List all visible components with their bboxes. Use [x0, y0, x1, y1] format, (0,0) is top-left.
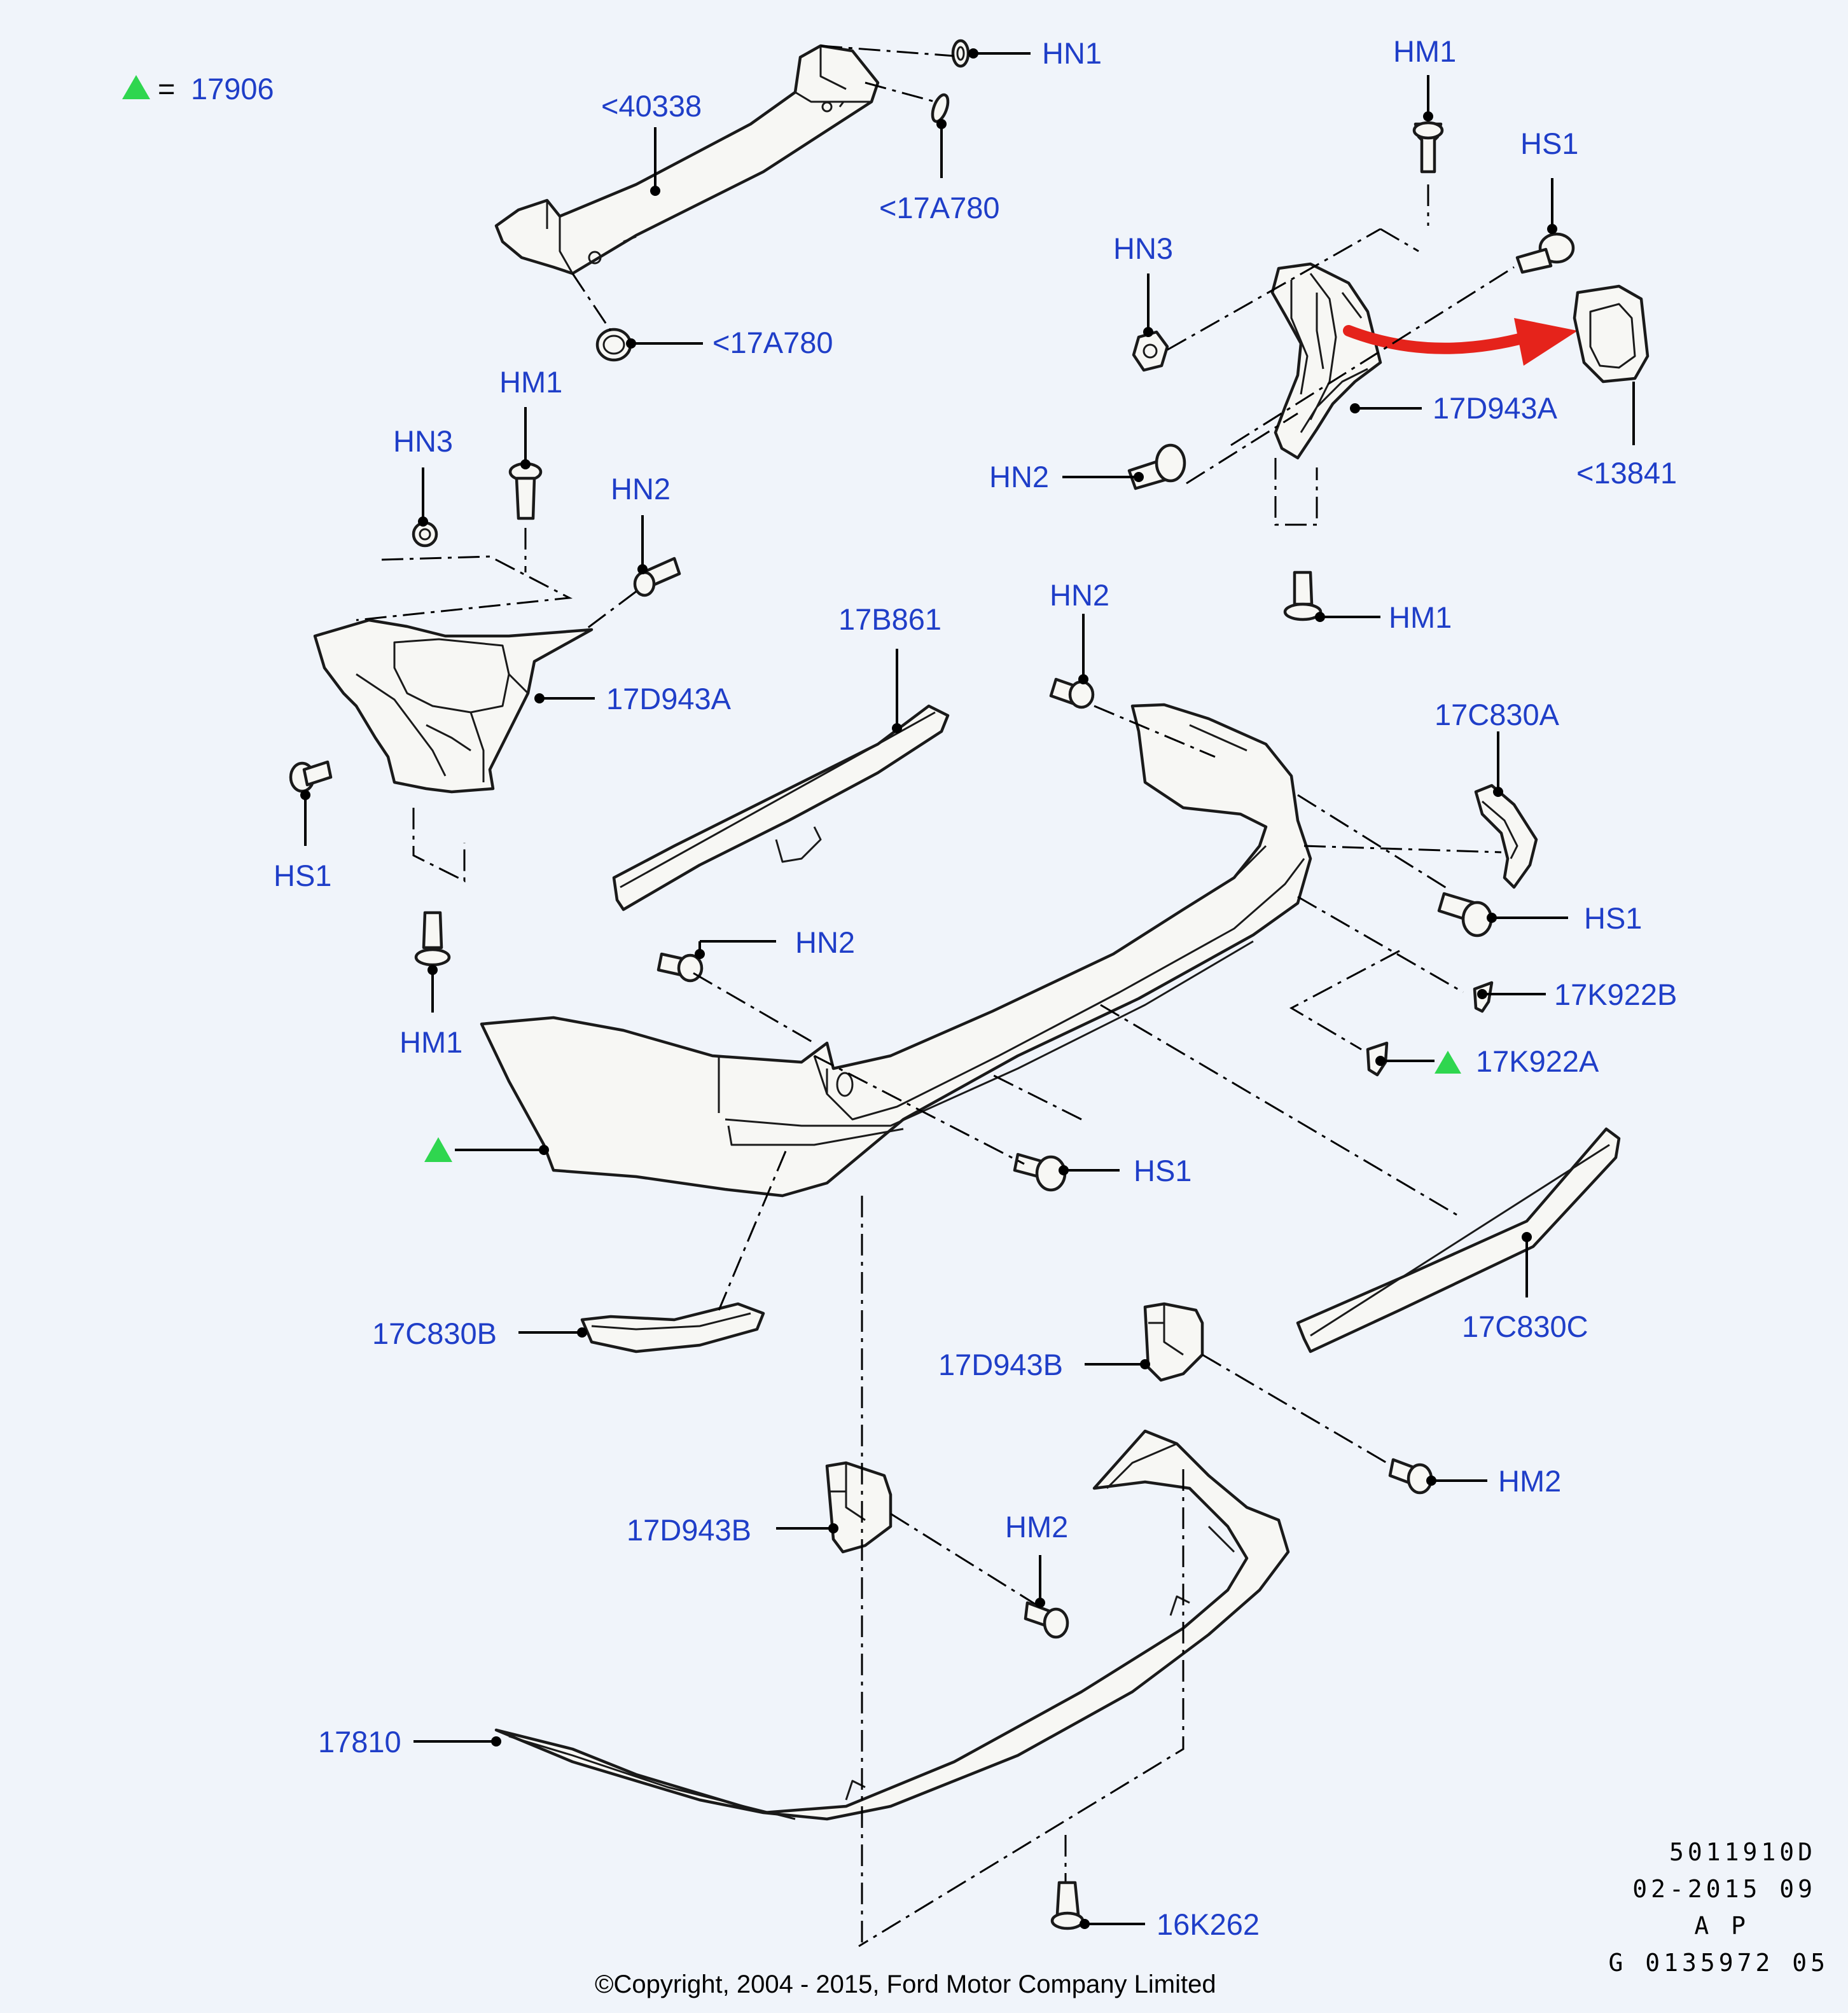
- label-17810: 17810: [318, 1725, 401, 1759]
- grommet-17a780-mid: [595, 328, 632, 362]
- screw-hs1-right: [1437, 892, 1493, 937]
- upper-strip-17b861: [612, 704, 950, 911]
- label-17a780-top: <17A780: [879, 191, 1000, 225]
- callouts: HN1 <40338 <17A780 <17A780 HM1 HS1 HN3 1…: [274, 34, 1677, 1941]
- lower-valance-17810: [494, 1429, 1290, 1821]
- long-trim-17c830c: [1296, 1127, 1621, 1353]
- screw-hs1-top-right: [1515, 232, 1575, 274]
- ref-line-1: 5011910D: [1669, 1838, 1816, 1866]
- green-triangle-icon: [122, 75, 150, 99]
- label-17d943a-right: 17D943A: [1433, 391, 1558, 425]
- bumper-cover: [480, 703, 1312, 1198]
- copyright-notice: ©Copyright, 2004 - 2015, Ford Motor Comp…: [595, 1970, 1216, 1998]
- nut-hn3-left: [412, 521, 438, 548]
- bracket-17d943b-left: [825, 1461, 893, 1554]
- label-hm2-right: HM2: [1498, 1464, 1561, 1498]
- bolt-hn2-left: [633, 557, 681, 597]
- bracket-17d943b-right: [1143, 1302, 1204, 1382]
- rivet-hm1-left-top: [508, 462, 543, 520]
- label-16k262: 16K262: [1157, 1907, 1260, 1941]
- label-17c830b: 17C830B: [372, 1317, 497, 1350]
- plug-13841: [1573, 284, 1650, 384]
- bolt-hm2-right: [1388, 1458, 1433, 1495]
- label-hn3-right: HN3: [1113, 232, 1173, 265]
- ref-line-4: G 0135972 05: [1608, 1949, 1829, 1977]
- lower-trim-17c830b: [580, 1302, 765, 1353]
- green-triangle-icon: [1435, 1051, 1461, 1074]
- label-17c830a: 17C830A: [1435, 698, 1560, 731]
- bolt-hn2-right: [1127, 443, 1186, 490]
- label-40338: <40338: [601, 89, 702, 123]
- label-hm1-right-lower: HM1: [1389, 600, 1452, 634]
- red-arrow-icon: [1343, 318, 1578, 366]
- label-hs1-top-right: HS1: [1520, 127, 1578, 160]
- rivet-hm1-left-bottom: [414, 911, 451, 967]
- bolt-hn2-mid: [1049, 677, 1095, 709]
- bracket-17d943a-right: [1270, 262, 1382, 460]
- label-hn2-mid: HN2: [1050, 578, 1109, 612]
- label-13841: <13841: [1576, 456, 1677, 490]
- clip-hn1: [951, 39, 970, 68]
- bolt-hm2-left: [1024, 1601, 1069, 1639]
- clip-17a780-top: [931, 93, 950, 123]
- label-17d943b-left: 17D943B: [627, 1513, 751, 1547]
- label-hn2-left-mid: HN2: [795, 925, 855, 959]
- label-hs1-left: HS1: [274, 859, 331, 892]
- green-triangle-icon: [424, 1137, 452, 1162]
- label-hn3-left: HN3: [393, 424, 453, 458]
- screw-hs1-mid: [1013, 1152, 1067, 1192]
- ref-line-2: 02-2015 09: [1632, 1875, 1816, 1903]
- label-17b861: 17B861: [838, 602, 941, 636]
- label-17k922a: 17K922A: [1476, 1044, 1599, 1078]
- label-hs1-mid: HS1: [1134, 1154, 1191, 1187]
- screw-hs1-left: [289, 760, 333, 793]
- label-hm1-left-top: HM1: [499, 365, 562, 399]
- label-hm1-top-right: HM1: [1393, 34, 1456, 68]
- drawing-reference: 5011910D 02-2015 09 A P G 0135972 05: [1608, 1838, 1829, 1977]
- label-hm2-left: HM2: [1005, 1510, 1068, 1544]
- legend: = 17906: [122, 72, 274, 106]
- label-17d943b-right: 17D943B: [938, 1348, 1063, 1381]
- clip-16k262: [1050, 1881, 1085, 1930]
- rivet-hm1-right-lower: [1283, 571, 1323, 621]
- bolt-hn2-left-mid: [657, 952, 704, 983]
- label-17k922b: 17K922B: [1554, 978, 1677, 1011]
- nut-hn3-right: [1132, 330, 1169, 372]
- ref-line-3: A P: [1694, 1912, 1749, 1940]
- label-hs1-right: HS1: [1584, 901, 1642, 935]
- legend-part-number: 17906: [191, 72, 274, 106]
- label-hn2-left: HN2: [611, 472, 670, 506]
- label-17d943a-left: 17D943A: [606, 682, 732, 716]
- label-17c830c: 17C830C: [1462, 1310, 1588, 1343]
- label-hn2-right: HN2: [989, 460, 1049, 494]
- corner-trim-17c830a: [1474, 784, 1538, 889]
- legend-equals: =: [158, 72, 175, 106]
- label-17a780-mid: <17A780: [712, 326, 833, 359]
- label-hm1-left-bottom: HM1: [399, 1025, 462, 1059]
- label-hn1: HN1: [1042, 36, 1102, 70]
- reinforcement-beam-40338: [494, 44, 880, 275]
- bracket-17d943a-left: [313, 618, 594, 794]
- rivet-hm1-top-right: [1412, 121, 1444, 174]
